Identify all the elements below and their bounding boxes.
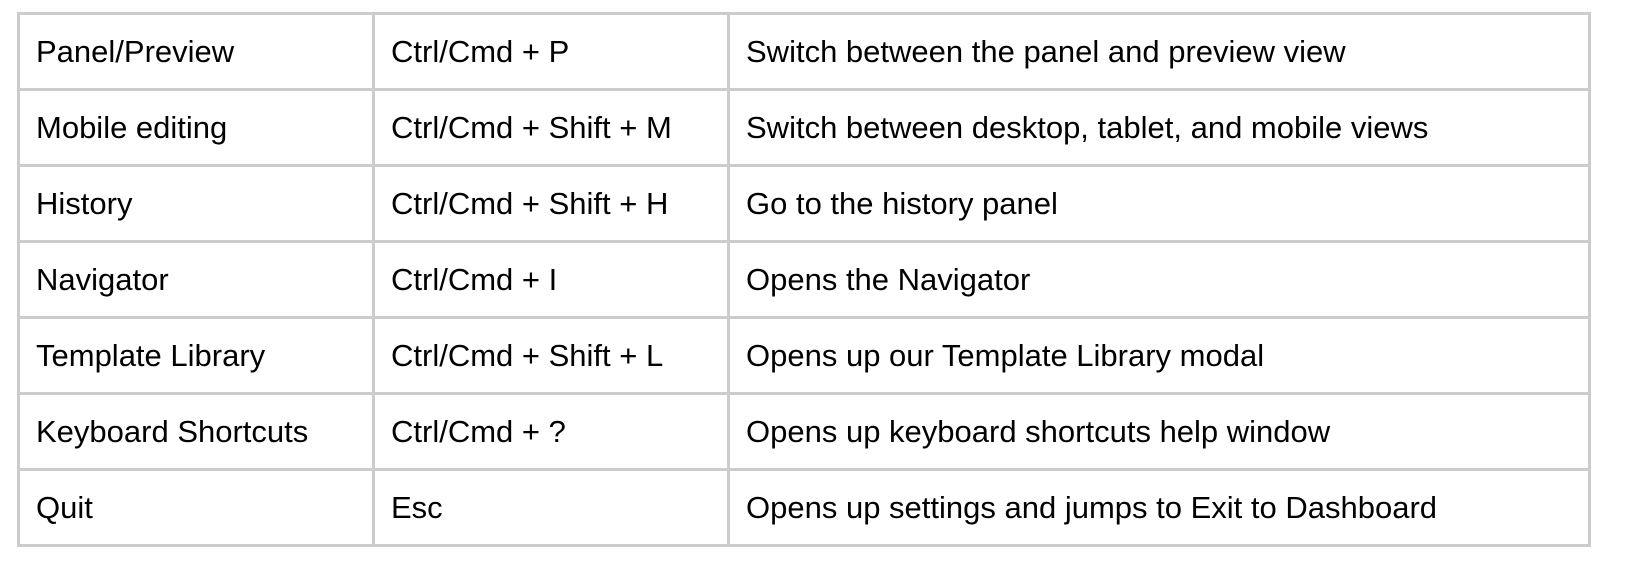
description-cell: Switch between the panel and preview vie… [727,12,1591,91]
shortcut-cell: Esc [372,468,730,547]
description-cell: Opens up keyboard shortcuts help window [727,392,1591,471]
feature-cell: Navigator [17,240,375,319]
description-cell: Switch between desktop, tablet, and mobi… [727,88,1591,167]
feature-cell: Quit [17,468,375,547]
feature-cell: Keyboard Shortcuts [17,392,375,471]
description-cell: Opens up our Template Library modal [727,316,1591,395]
shortcut-cell: Ctrl/Cmd + I [372,240,730,319]
shortcut-cell: Ctrl/Cmd + P [372,12,730,91]
shortcut-cell: Ctrl/Cmd + Shift + L [372,316,730,395]
shortcut-cell: Ctrl/Cmd + ? [372,392,730,471]
feature-cell: History [17,164,375,243]
description-cell: Go to the history panel [727,164,1591,243]
shortcut-cell: Ctrl/Cmd + Shift + M [372,88,730,167]
description-cell: Opens up settings and jumps to Exit to D… [727,468,1591,547]
feature-cell: Template Library [17,316,375,395]
feature-cell: Panel/Preview [17,12,375,91]
shortcut-cell: Ctrl/Cmd + Shift + H [372,164,730,243]
feature-cell: Mobile editing [17,88,375,167]
description-cell: Opens the Navigator [727,240,1591,319]
